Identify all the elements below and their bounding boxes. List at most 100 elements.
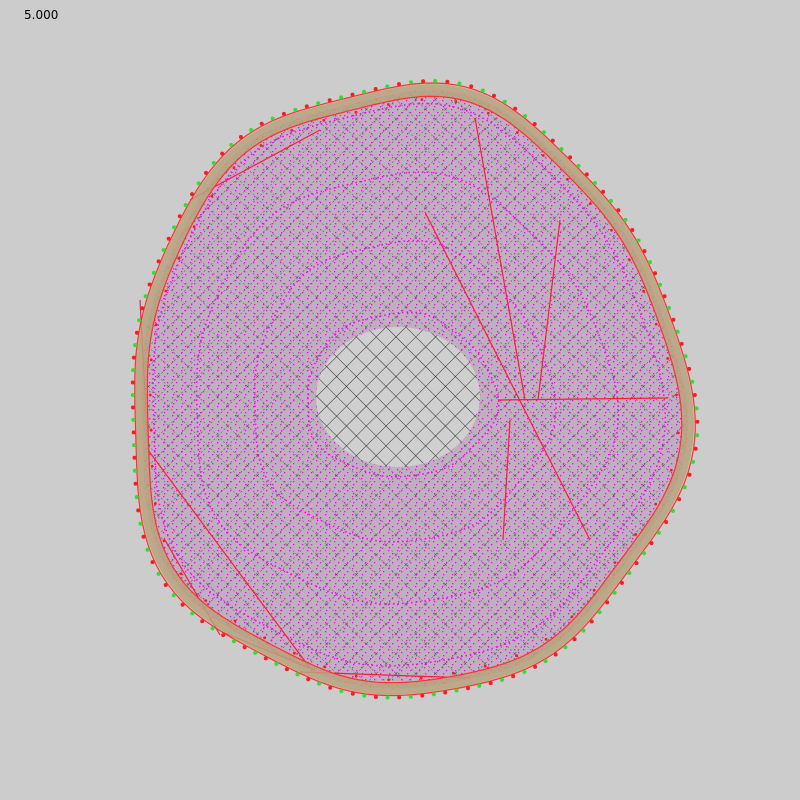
boundary-node — [532, 122, 537, 126]
boundary-node — [131, 417, 136, 422]
boundary-node — [295, 672, 300, 677]
boundary-node — [350, 92, 355, 97]
boundary-node — [570, 615, 574, 619]
boundary-node — [147, 282, 152, 287]
boundary-node — [131, 355, 136, 360]
boundary-node — [274, 661, 279, 666]
boundary-node — [690, 379, 695, 384]
boundary-node — [249, 128, 254, 132]
boundary-node — [304, 104, 309, 109]
boundary-node — [608, 198, 613, 203]
boundary-node — [327, 98, 332, 103]
boundary-node — [130, 393, 135, 397]
boundary-node — [568, 155, 573, 160]
boundary-node — [670, 508, 675, 513]
boundary-node — [362, 89, 366, 94]
boundary-node — [387, 103, 390, 106]
boundary-node — [232, 166, 236, 170]
core-mesh — [316, 327, 480, 467]
boundary-node — [589, 619, 594, 624]
boundary-node — [480, 88, 485, 93]
boundary-node — [627, 571, 632, 575]
boundary-ring — [130, 78, 700, 700]
boundary-node — [541, 130, 546, 135]
boundary-node — [667, 305, 671, 310]
boundary-node — [339, 689, 344, 694]
boundary-node — [679, 341, 684, 346]
boundary-node — [385, 695, 390, 700]
boundary-node — [563, 645, 568, 650]
boundary-node — [141, 534, 146, 539]
boundary-node — [131, 430, 136, 435]
boundary-node — [469, 84, 474, 89]
boundary-node — [293, 651, 296, 655]
boundary-node — [373, 87, 378, 91]
boundary-inner — [146, 95, 683, 684]
boundary-node — [666, 357, 669, 360]
boundary-node — [151, 270, 156, 275]
boundary-node — [270, 116, 275, 121]
boundary-node — [177, 214, 182, 219]
boundary-node — [131, 368, 136, 373]
boundary-node — [593, 181, 597, 185]
boundary-node — [454, 688, 459, 693]
boundary-node — [373, 695, 378, 699]
boundary-node — [513, 106, 518, 111]
boundary-node — [132, 455, 137, 460]
contour-ring-3 — [253, 239, 557, 543]
boundary-node — [263, 656, 268, 661]
boundary-node — [592, 588, 596, 592]
boundary-node — [515, 654, 518, 658]
boundary-node — [316, 101, 321, 106]
boundary-node — [328, 685, 333, 690]
boundary-node — [281, 111, 286, 116]
fiber-2 — [474, 117, 526, 401]
boundary-node — [466, 686, 470, 691]
boundary-node — [161, 248, 166, 252]
boundary-node — [397, 82, 401, 87]
boundary-node — [654, 502, 658, 506]
boundary-node — [533, 664, 538, 669]
boundary-node — [153, 502, 157, 505]
boundary-node — [669, 468, 673, 472]
boundary-node — [136, 508, 141, 513]
boundary-node — [597, 610, 602, 615]
boundary-node — [362, 693, 367, 698]
time-readout: 5.000 — [24, 8, 59, 22]
boundary-node — [408, 694, 413, 699]
boundary-node — [143, 294, 148, 299]
boundary-node — [156, 571, 161, 576]
boundary-node — [242, 645, 247, 650]
boundary-node — [500, 677, 504, 682]
boundary-node — [204, 170, 208, 175]
boundary-node — [420, 693, 425, 698]
boundary-node — [445, 79, 450, 84]
boundary-node — [317, 681, 322, 686]
boundary-node — [164, 289, 168, 293]
boundary-node — [131, 405, 135, 410]
boundary-node — [492, 93, 496, 98]
boundary-node — [605, 600, 610, 605]
boundary-node — [454, 100, 458, 104]
boundary-node — [134, 330, 139, 335]
boundary-node — [190, 611, 195, 616]
boundary-node — [190, 192, 194, 197]
boundary-node — [662, 294, 667, 299]
boundary-node — [682, 485, 687, 490]
boundary-node — [674, 393, 678, 397]
boundary-node — [137, 318, 142, 323]
boundary-node — [619, 580, 624, 585]
boundary-node — [543, 659, 548, 664]
boundary-node — [293, 107, 298, 112]
boundary-node — [221, 633, 226, 638]
boundary-node — [486, 111, 490, 115]
boundary-node — [177, 257, 181, 260]
boundary-node — [677, 497, 682, 502]
boundary-node — [431, 692, 436, 697]
boundary-node — [229, 142, 234, 147]
boundary-node — [350, 691, 355, 696]
boundary-node — [649, 541, 654, 546]
boundary-node — [695, 433, 700, 438]
boundary-node — [420, 98, 424, 101]
